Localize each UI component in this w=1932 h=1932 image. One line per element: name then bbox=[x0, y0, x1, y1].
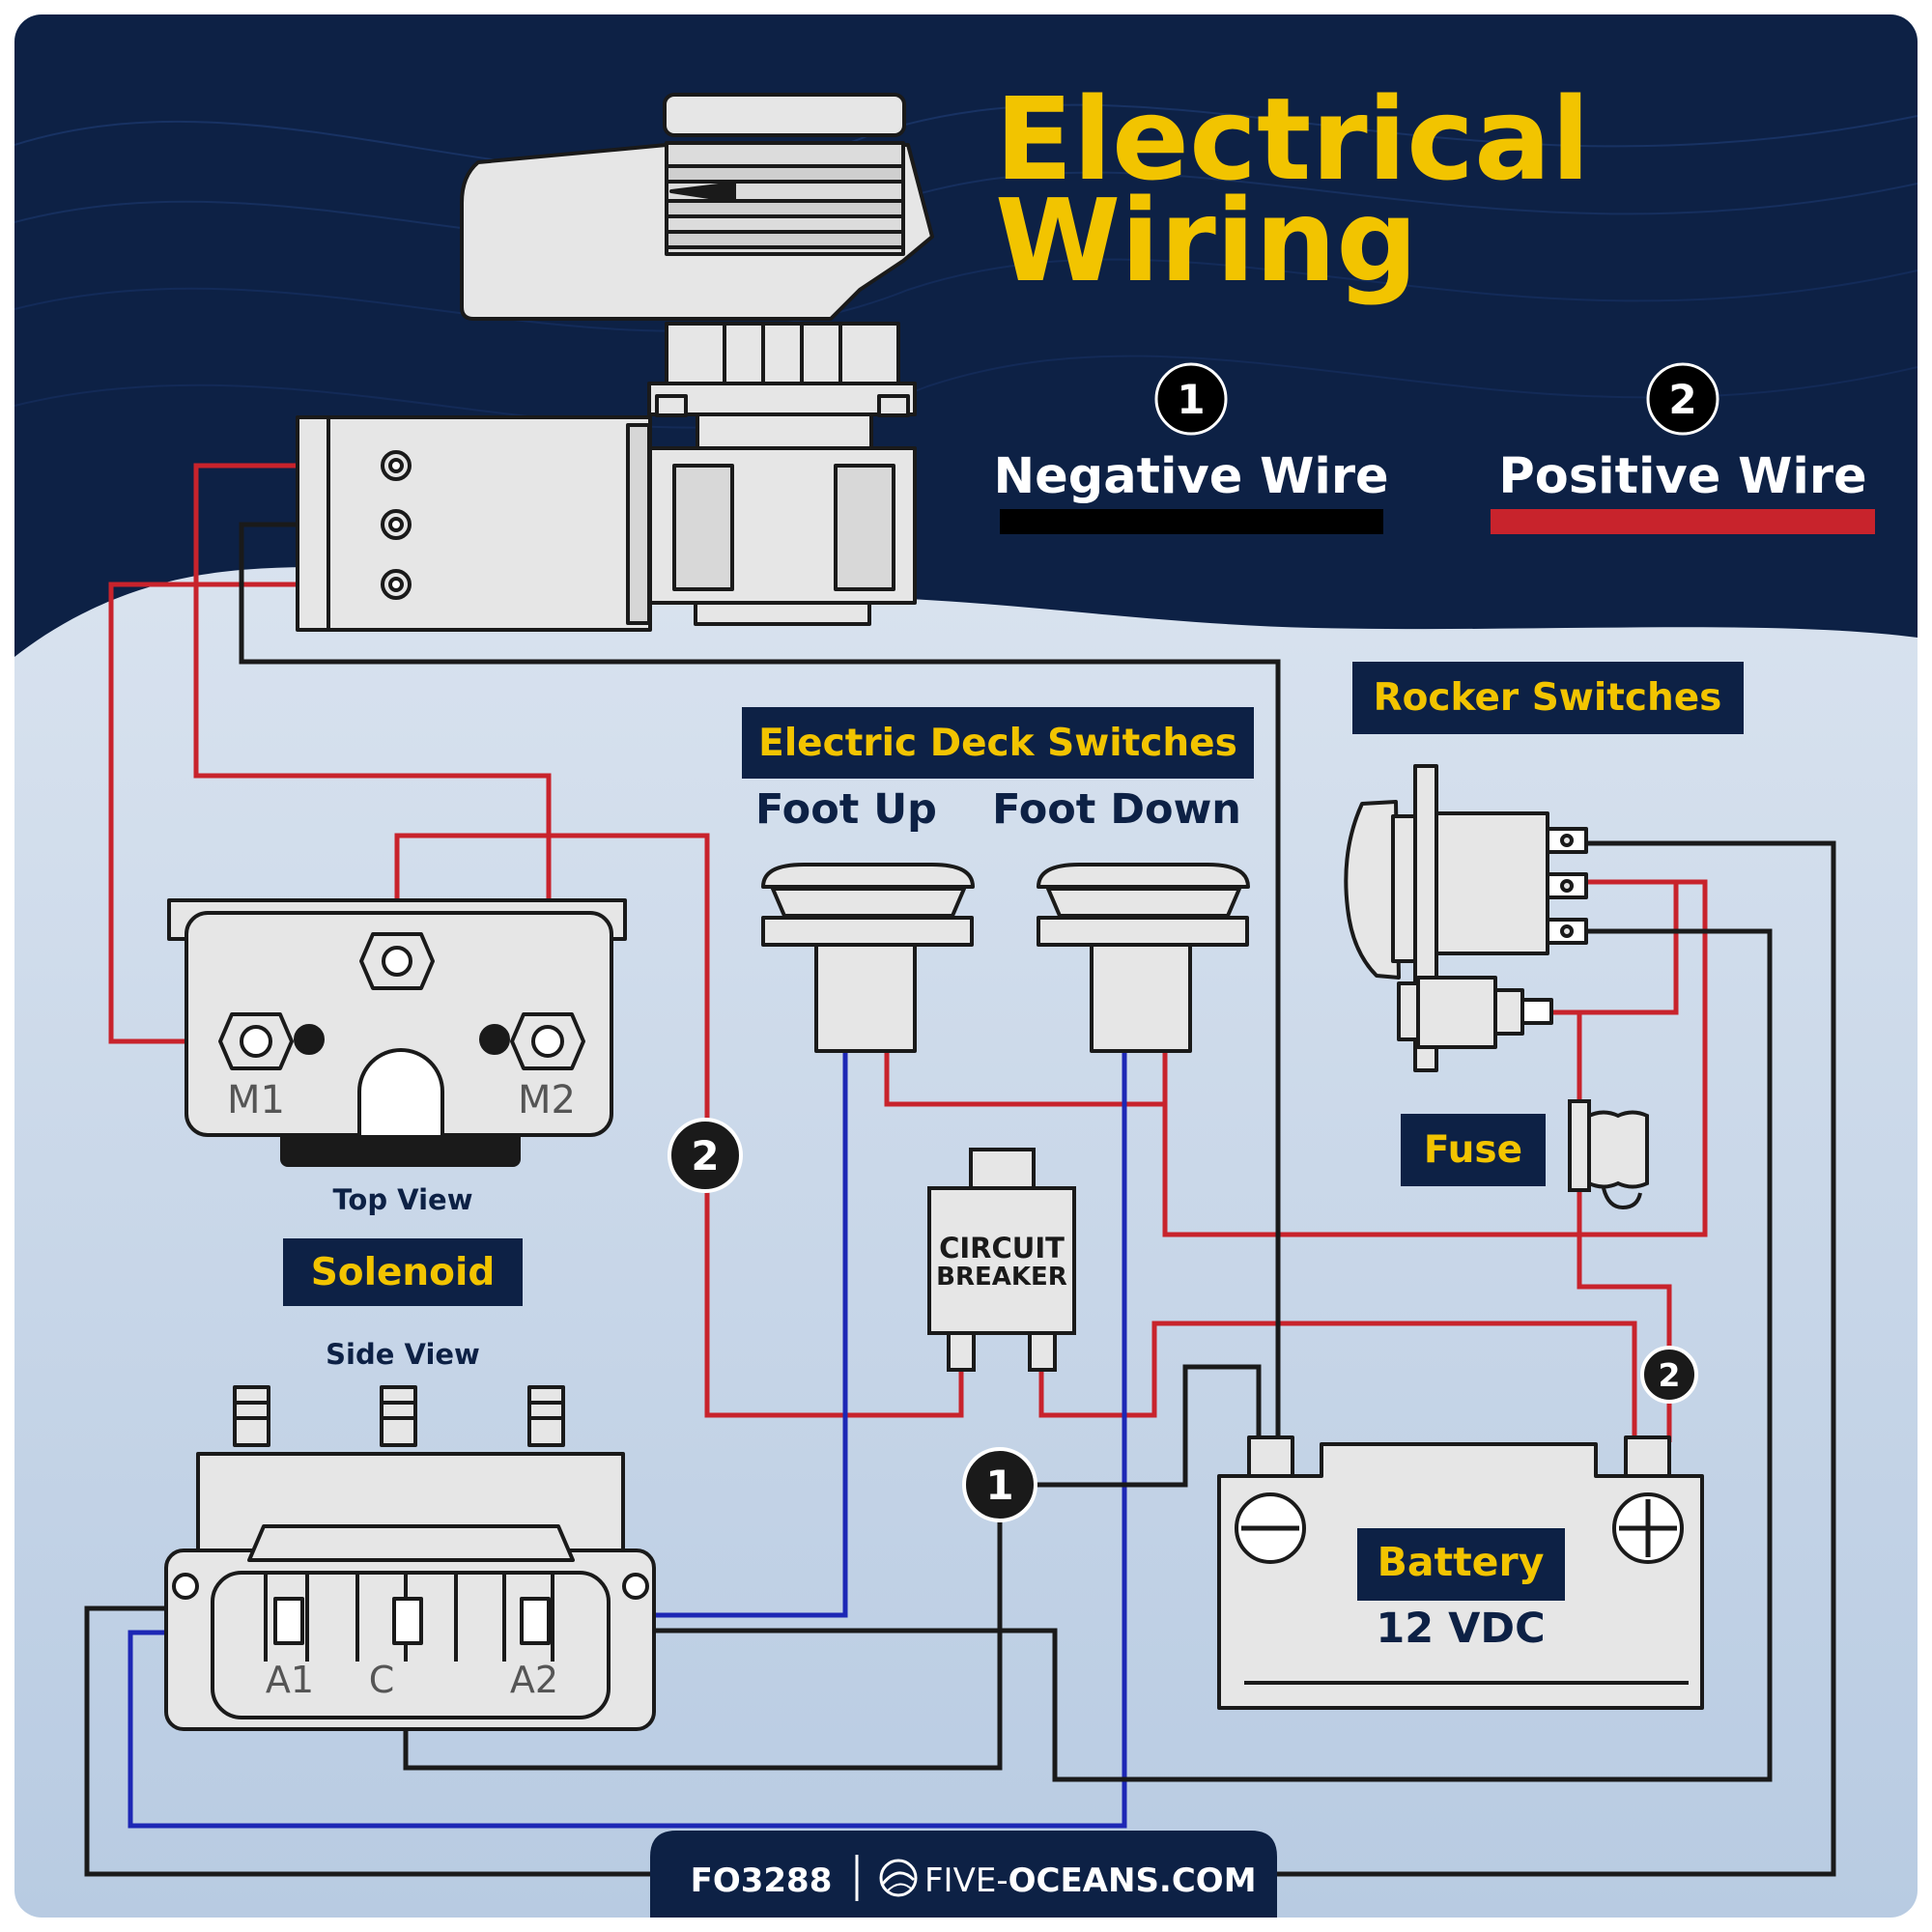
legend-positive-swatch bbox=[1491, 509, 1875, 534]
battery-badge: Battery bbox=[1357, 1528, 1565, 1601]
rocker-switch bbox=[1344, 764, 1588, 1072]
title-line2: Wiring bbox=[995, 174, 1418, 307]
legend-positive: 2 Positive Wire bbox=[1491, 362, 1875, 534]
five-oceans-logo-icon bbox=[879, 1859, 918, 1897]
red-wire-windlass-m1 bbox=[108, 582, 386, 1044]
solenoid-top-view bbox=[167, 898, 627, 1167]
windlass-motor bbox=[296, 93, 934, 632]
terminal-c-label: C bbox=[369, 1659, 395, 1701]
legend-negative-swatch bbox=[1000, 509, 1383, 534]
red-wire-fuse bbox=[1550, 1009, 1672, 1442]
legend-negative-label: Negative Wire bbox=[993, 448, 1388, 505]
windlass-terminals bbox=[381, 450, 412, 600]
footer-bar: FO3288 FIVE-OCEANS.COM bbox=[650, 1831, 1277, 1918]
battery-title: Battery bbox=[1378, 1539, 1545, 1585]
marker-positive-battery: 2 bbox=[1640, 1346, 1698, 1404]
foot-down-switch bbox=[1037, 863, 1250, 1053]
rocker-switches-badge: Rocker Switches bbox=[1352, 662, 1744, 734]
battery-voltage: 12 VDC bbox=[1376, 1605, 1545, 1653]
solenoid-badge: Solenoid bbox=[283, 1238, 523, 1306]
solenoid-title: Solenoid bbox=[311, 1251, 496, 1294]
legend-negative: 1 Negative Wire bbox=[993, 362, 1389, 534]
rocker-switches-title: Rocker Switches bbox=[1374, 676, 1722, 720]
foot-down-label: Foot Down bbox=[992, 785, 1241, 834]
marker-positive-left: 2 bbox=[668, 1118, 743, 1193]
breaker-label-line1: CIRCUIT bbox=[939, 1232, 1065, 1264]
fuse-title: Fuse bbox=[1424, 1128, 1522, 1172]
foot-up-label: Foot Up bbox=[755, 785, 937, 834]
foot-up-switch bbox=[761, 863, 975, 1053]
deck-switches-title: Electric Deck Switches bbox=[758, 722, 1237, 765]
red-wire-windlass-m2 bbox=[193, 463, 552, 1041]
svg-text:1: 1 bbox=[985, 1462, 1013, 1509]
red-wire-footswitch-link bbox=[884, 1053, 1168, 1107]
terminal-a2-label: A2 bbox=[510, 1659, 558, 1701]
windlass-shaft bbox=[665, 322, 900, 385]
footer-site: FIVE-OCEANS.COM bbox=[924, 1861, 1257, 1900]
footer-code: FO3288 bbox=[691, 1861, 833, 1900]
terminal-m2-label: M2 bbox=[518, 1078, 576, 1122]
title-line1: Electrical bbox=[995, 72, 1590, 206]
red-wire-rocker-bridge bbox=[1550, 879, 1679, 1015]
solenoid-side-view bbox=[164, 1385, 656, 1731]
black-wire-battery-neg bbox=[1000, 1364, 1262, 1488]
side-view-label: Side View bbox=[326, 1338, 480, 1371]
circuit-breaker bbox=[927, 1148, 1076, 1372]
deck-switches-badge: Electric Deck Switches bbox=[742, 707, 1254, 779]
marker-negative-center: 1 bbox=[962, 1447, 1037, 1522]
fuse-badge: Fuse bbox=[1401, 1114, 1546, 1186]
legend-negative-number: 1 bbox=[1177, 376, 1205, 423]
black-wire-rocker-b bbox=[536, 928, 1773, 1782]
red-wire-breaker-battery bbox=[1038, 1321, 1637, 1442]
legend-positive-number: 2 bbox=[1668, 376, 1696, 423]
top-view-label: Top View bbox=[332, 1183, 472, 1216]
windlass-cap bbox=[663, 93, 906, 137]
breaker-label-line2: BREAKER bbox=[936, 1263, 1067, 1292]
svg-text:2: 2 bbox=[1659, 1356, 1681, 1394]
svg-text:2: 2 bbox=[691, 1132, 719, 1179]
windlass-motor-body bbox=[296, 415, 652, 632]
terminal-a1-label: A1 bbox=[266, 1659, 314, 1701]
fuse-holder bbox=[1568, 1099, 1649, 1210]
terminal-m1-label: M1 bbox=[227, 1078, 285, 1122]
legend-positive-label: Positive Wire bbox=[1498, 448, 1866, 505]
footer-site-part1: FIVE- bbox=[924, 1861, 1009, 1900]
black-wire-windlass-battery bbox=[239, 522, 1281, 1442]
footer-site-part2: OCEANS.COM bbox=[1009, 1861, 1257, 1900]
